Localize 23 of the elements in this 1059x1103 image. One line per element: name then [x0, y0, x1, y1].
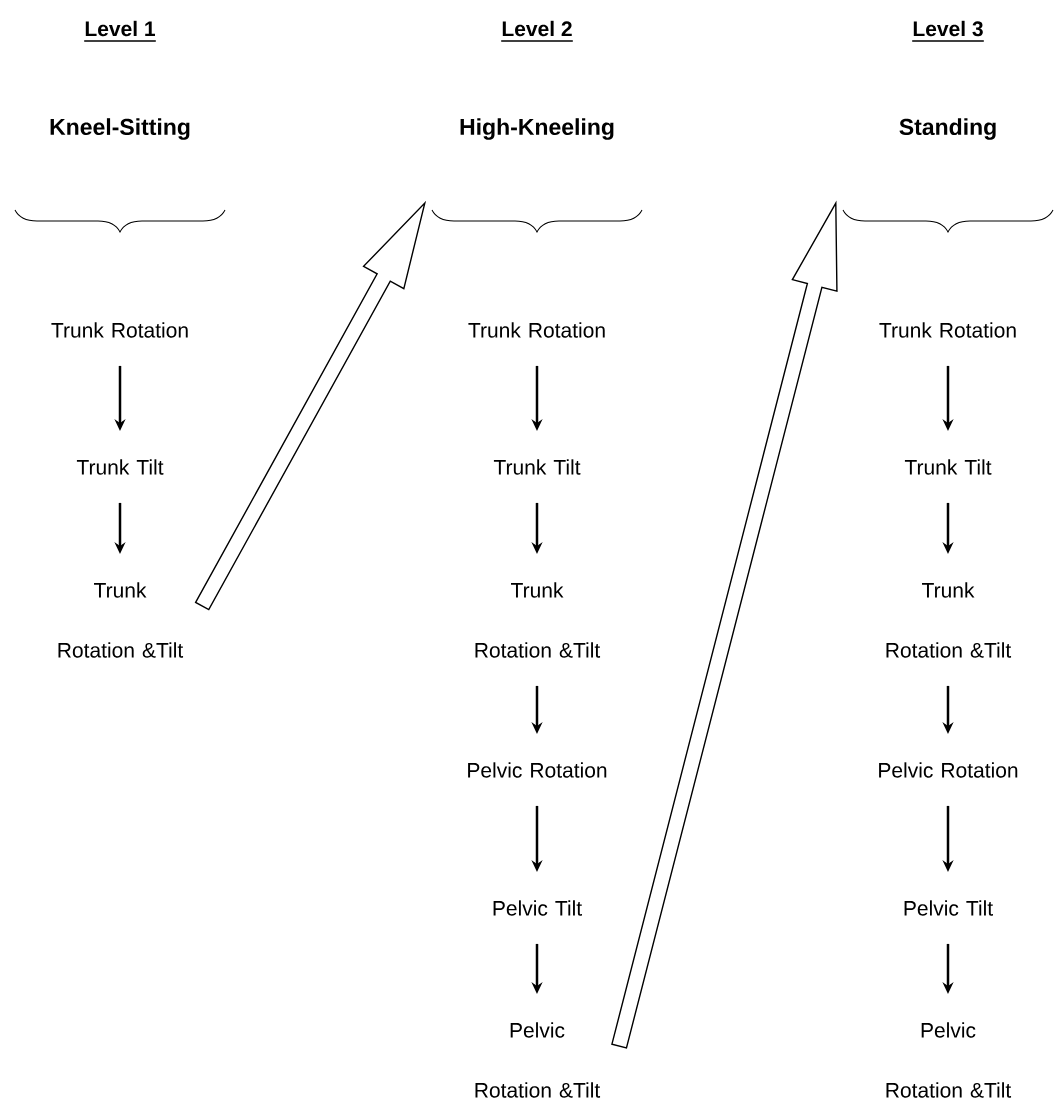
- step-text: Trunk Rotation: [51, 322, 188, 338]
- block-arrow: [611, 200, 838, 1049]
- section-heading: High-Kneeling: [460, 118, 614, 140]
- step-text: Trunk Rotation &Tilt: [886, 582, 1012, 658]
- level-heading: Level 2: [500, 20, 574, 42]
- step-text: Trunk Tilt: [493, 459, 581, 475]
- section-heading: Kneel-Sitting: [50, 118, 190, 140]
- block-arrow: [194, 200, 427, 611]
- step-text: Trunk Rotation: [468, 322, 605, 338]
- step-text: Trunk Rotation: [879, 322, 1016, 338]
- step-text: Trunk Tilt: [76, 459, 164, 475]
- step-text: Pelvic Rotation: [879, 762, 1018, 778]
- step-text: Trunk Rotation &Tilt: [58, 582, 184, 658]
- level-heading: Level 3: [911, 20, 985, 42]
- section-heading: Standing: [899, 118, 996, 140]
- step-text: Trunk Rotation &Tilt: [475, 582, 601, 658]
- step-text: Pelvic Tilt: [493, 900, 582, 916]
- step-text: Pelvic Rotation: [468, 762, 607, 778]
- step-text: Pelvic Rotation &Tilt: [886, 1022, 1012, 1098]
- step-text: Pelvic Tilt: [904, 900, 993, 916]
- step-text: Pelvic Rotation &Tilt: [475, 1022, 601, 1098]
- level-heading: Level 1: [83, 20, 157, 42]
- step-text: Trunk Tilt: [904, 459, 992, 475]
